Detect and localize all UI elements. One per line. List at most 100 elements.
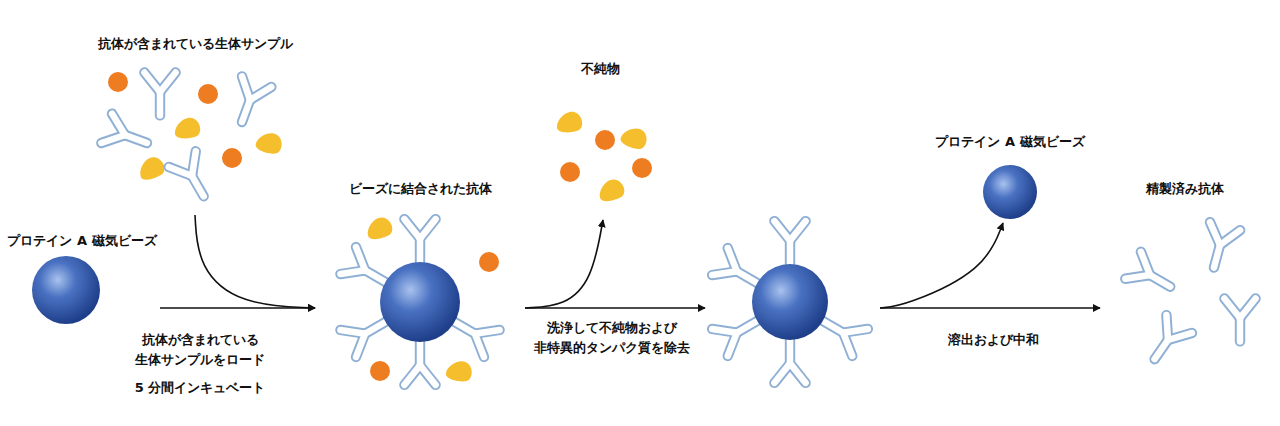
stage-node: プロテイン A 磁気ビーズ bbox=[932, 133, 1088, 223]
antibody-chain bbox=[774, 363, 790, 383]
antibody-chain bbox=[160, 73, 176, 93]
antibody-chain bbox=[404, 219, 420, 239]
antibody bbox=[1224, 299, 1255, 342]
antibody-chain bbox=[1168, 324, 1192, 349]
stage-node: 精製済み抗体 bbox=[1100, 180, 1270, 360]
antibody-chain bbox=[160, 73, 176, 93]
process-arrow bbox=[880, 223, 1003, 308]
antibody-chain bbox=[348, 334, 373, 357]
antibody-chain bbox=[404, 219, 420, 239]
impurity-protein bbox=[619, 123, 651, 152]
antibody-chain bbox=[774, 221, 790, 241]
antibody bbox=[1199, 222, 1240, 272]
impurity-protein bbox=[557, 112, 582, 133]
stage-label: 精製済み抗体 bbox=[1100, 180, 1270, 198]
impurity-circle bbox=[595, 130, 615, 150]
impurity-circle bbox=[560, 162, 580, 182]
impurity-protein bbox=[597, 178, 625, 203]
impurity-circle bbox=[479, 252, 499, 272]
antibody-chain bbox=[467, 334, 492, 357]
antibody-chain bbox=[365, 322, 385, 334]
stage-node: 不純物 bbox=[545, 60, 655, 220]
antibody-chain bbox=[1240, 299, 1256, 319]
stage-node: 抗体が含まれている生体サンプル bbox=[95, 35, 296, 215]
step-label: 洗浄して不純物および 非特異的タンパク質を除去 bbox=[520, 318, 705, 358]
antibody-chain bbox=[420, 365, 436, 385]
antibody-chain bbox=[365, 322, 385, 334]
antibody-chain bbox=[169, 159, 192, 184]
antibody bbox=[144, 73, 175, 116]
antibody-chain bbox=[1150, 275, 1170, 287]
antibody-chain bbox=[348, 247, 373, 270]
stage-node: プロテイン A 磁気ビーズ bbox=[4, 232, 160, 332]
magnetic-bead bbox=[752, 264, 828, 340]
impurity-protein bbox=[137, 155, 167, 181]
impurity-circle bbox=[198, 84, 218, 104]
step-label: 抗体が含まれている 生体サンプルをロード bbox=[120, 330, 280, 370]
antibody-chain bbox=[1220, 226, 1240, 249]
antibody-chain bbox=[250, 82, 271, 106]
antibody-chain bbox=[1237, 318, 1243, 341]
antibody-chain bbox=[348, 334, 373, 357]
antibody-chain bbox=[823, 321, 843, 333]
antibody-chain bbox=[420, 365, 436, 385]
antibody-chain bbox=[790, 363, 806, 383]
antibody-chain bbox=[365, 270, 385, 282]
antibody-chain bbox=[720, 248, 745, 271]
magnetic-bead bbox=[32, 256, 100, 324]
antibody-chain bbox=[1168, 324, 1192, 349]
process-arrow bbox=[525, 220, 603, 308]
antibody-chain bbox=[182, 151, 205, 176]
antibody-chain bbox=[144, 73, 160, 93]
process-arrow bbox=[195, 215, 315, 308]
antibody-chain bbox=[192, 176, 204, 196]
stage-node bbox=[705, 225, 880, 375]
antibody bbox=[404, 342, 435, 385]
antibody-chain bbox=[192, 176, 204, 196]
antibody-chain bbox=[467, 334, 492, 357]
antibody-chain bbox=[107, 114, 131, 135]
antibody-chain bbox=[1224, 299, 1240, 319]
note-label: 5 分間インキュベート bbox=[135, 378, 266, 398]
antibody bbox=[1125, 252, 1178, 300]
process-arrow bbox=[880, 307, 1100, 309]
antibody bbox=[1142, 315, 1192, 368]
stage-label: ビーズに結合された抗体 bbox=[315, 180, 525, 198]
antibody-chain bbox=[790, 363, 806, 383]
antibody-chain bbox=[125, 135, 147, 143]
antibody-chain bbox=[720, 248, 745, 271]
antibody-chain bbox=[1155, 340, 1168, 359]
antibody-chain bbox=[835, 333, 860, 356]
impurity-protein bbox=[365, 216, 393, 241]
antibody-chain bbox=[1240, 299, 1256, 319]
impurity-circle bbox=[370, 361, 390, 381]
antibody-chain bbox=[144, 73, 160, 93]
antibody-chain bbox=[835, 333, 860, 356]
antibody-chain bbox=[823, 321, 843, 333]
antibody-chain bbox=[365, 270, 385, 282]
impurity-protein bbox=[254, 129, 285, 157]
process-arrow bbox=[525, 307, 705, 309]
antibody-chain bbox=[1155, 340, 1168, 359]
antibody bbox=[101, 114, 152, 158]
antibody-chain bbox=[737, 321, 757, 333]
antibody-chain bbox=[157, 92, 163, 115]
impurity-circle bbox=[222, 148, 242, 168]
illustration-group bbox=[32, 72, 1256, 385]
antibody bbox=[227, 76, 271, 127]
stage-label: プロテイン A 磁気ビーズ bbox=[4, 232, 160, 250]
step-label: 溶出および中和 bbox=[918, 330, 1068, 350]
antibody-chain bbox=[125, 135, 147, 143]
antibody-chain bbox=[1224, 299, 1240, 319]
antibody-chain bbox=[420, 219, 436, 239]
antibody-chain bbox=[787, 241, 793, 264]
antibody-chain bbox=[1214, 245, 1220, 268]
antibody-chain bbox=[737, 321, 757, 333]
antibody-chain bbox=[420, 219, 436, 239]
antibody-chain bbox=[242, 100, 250, 122]
antibody-chain bbox=[404, 365, 420, 385]
stage-label: 不純物 bbox=[545, 60, 655, 78]
antibody-chain bbox=[1133, 252, 1158, 275]
antibody-chain bbox=[774, 221, 790, 241]
